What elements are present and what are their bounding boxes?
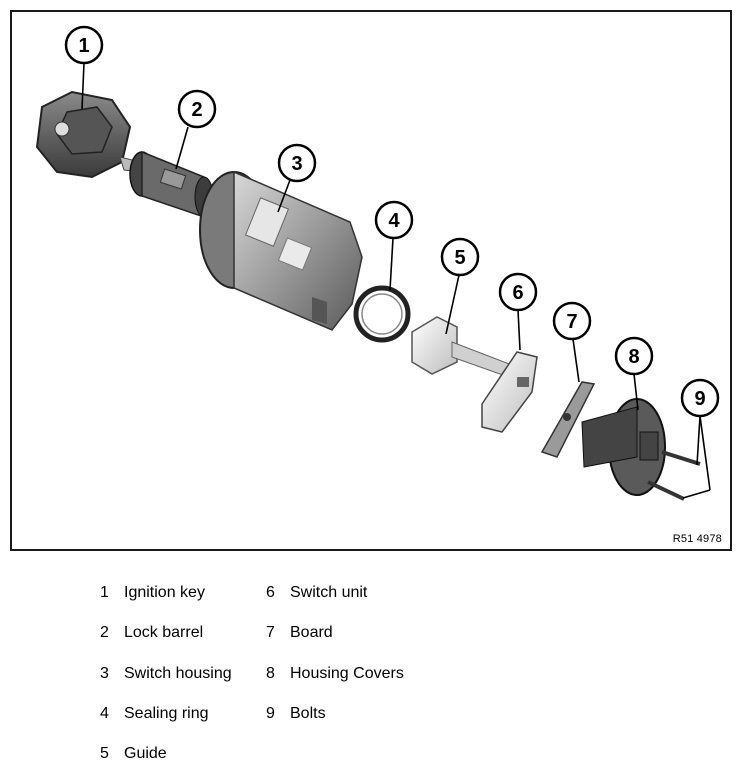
legend-number: 9 bbox=[266, 705, 275, 722]
callout-6: 6 bbox=[498, 272, 538, 312]
callout-9: 9 bbox=[680, 378, 720, 418]
guide-part bbox=[411, 316, 518, 381]
legend-item: 1 Ignition key bbox=[100, 583, 205, 603]
callout-2: 2 bbox=[177, 89, 217, 129]
leader-lines bbox=[81, 62, 711, 499]
legend-label: Board bbox=[290, 624, 333, 641]
legend-item: 5 Guide bbox=[100, 744, 167, 764]
legend-label: Switch housing bbox=[124, 665, 232, 682]
legend-number: 8 bbox=[266, 665, 275, 682]
legend-label: Guide bbox=[124, 745, 167, 762]
legend-item: 9 Bolts bbox=[266, 704, 326, 724]
legend-label: Ignition key bbox=[124, 584, 205, 601]
legend-item: 8 Housing Covers bbox=[266, 664, 404, 684]
callout-5: 5 bbox=[440, 237, 480, 277]
legend-item: 2 Lock barrel bbox=[100, 623, 203, 643]
legend-number: 4 bbox=[100, 705, 109, 722]
callout-label: 2 bbox=[191, 99, 202, 121]
switch-unit-part bbox=[481, 351, 538, 433]
callout-3: 3 bbox=[277, 143, 317, 183]
callout-label: 1 bbox=[78, 35, 89, 57]
board-part bbox=[540, 381, 596, 458]
legend-number: 1 bbox=[100, 584, 109, 601]
housing-cover-part bbox=[581, 398, 666, 496]
legend-label: Sealing ring bbox=[124, 705, 209, 722]
switch-housing-part bbox=[199, 170, 363, 331]
legend-label: Housing Covers bbox=[290, 665, 404, 682]
callout-7: 7 bbox=[552, 301, 592, 341]
callout-label: 5 bbox=[454, 247, 465, 269]
legend-number: 6 bbox=[266, 584, 275, 601]
ignition-key-part bbox=[35, 90, 143, 179]
legend-item: 6 Switch unit bbox=[266, 583, 367, 603]
legend-label: Switch unit bbox=[290, 584, 368, 601]
bolts-part bbox=[647, 450, 701, 501]
sealing-ring-part bbox=[353, 285, 411, 343]
legend-item: 4 Sealing ring bbox=[100, 704, 209, 724]
exploded-diagram-frame: 1 2 3 4 5 6 7 8 bbox=[10, 10, 732, 551]
callout-4: 4 bbox=[374, 200, 414, 240]
legend-label: Bolts bbox=[290, 705, 326, 722]
callout-label: 7 bbox=[566, 311, 577, 333]
legend-item: 3 Switch housing bbox=[100, 664, 232, 684]
legend-item: 7 Board bbox=[266, 623, 333, 643]
lock-barrel-part bbox=[129, 150, 214, 219]
legend-number: 2 bbox=[100, 624, 109, 641]
callout-label: 8 bbox=[628, 346, 639, 368]
legend-number: 3 bbox=[100, 665, 109, 682]
callout-label: 6 bbox=[512, 282, 523, 304]
legend-label: Lock barrel bbox=[124, 624, 204, 641]
callout-label: 9 bbox=[694, 388, 705, 410]
callout-label: 3 bbox=[291, 153, 302, 175]
figure-reference-code: R51 4978 bbox=[672, 533, 722, 545]
legend-number: 7 bbox=[266, 624, 275, 641]
exploded-diagram: 1 2 3 4 5 6 7 8 bbox=[35, 25, 720, 501]
callout-8: 8 bbox=[614, 336, 654, 376]
callout-1: 1 bbox=[64, 25, 104, 65]
callout-label: 4 bbox=[388, 210, 400, 232]
legend-number: 5 bbox=[100, 745, 109, 762]
